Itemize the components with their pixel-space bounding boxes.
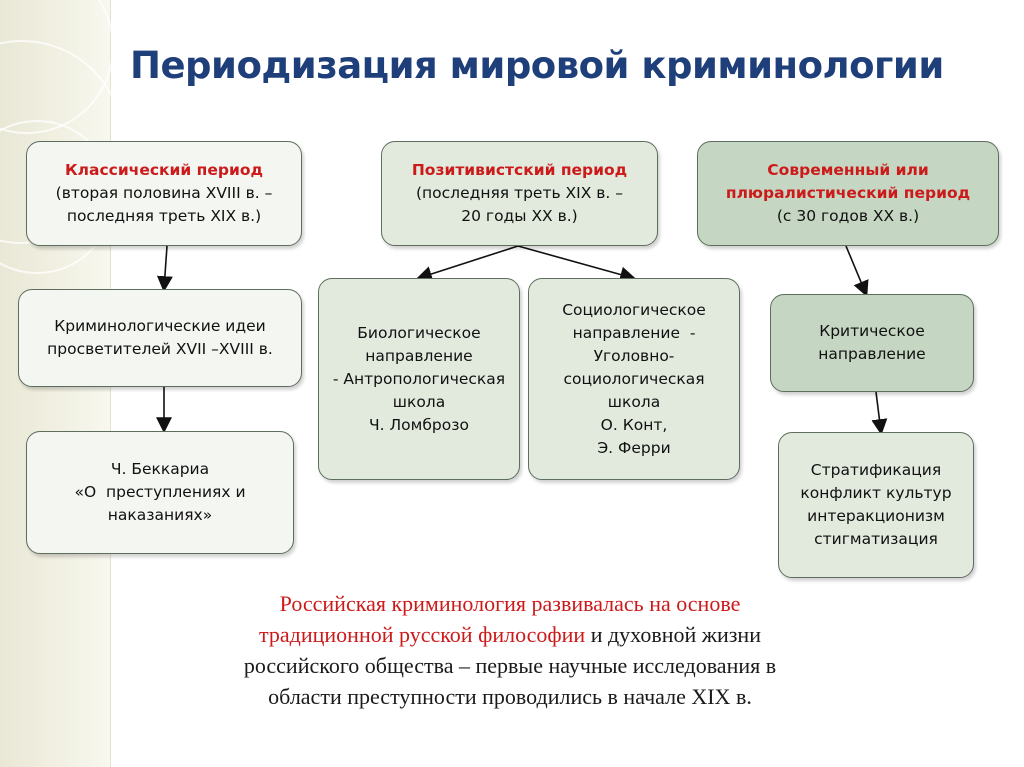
critical-line-1: Критическое (819, 322, 925, 340)
critical-line-2: направление (818, 345, 926, 363)
modern-period-name-1: Современный или (767, 161, 929, 179)
modern-period-dates: (с 30 годов XX в.) (776, 207, 920, 225)
positivist-period-dates-2: 20 годы XX в.) (461, 207, 578, 225)
theory-culture-conflict: конфликт культур (800, 484, 952, 502)
russian-criminology-note: Российская криминология развивалась на о… (150, 588, 870, 712)
note-line-3: российского общества – первые научные ис… (243, 653, 777, 678)
classical-period-name: Классический период (64, 161, 264, 179)
arrow-critical-to-theories (871, 391, 888, 436)
sociological-line-4: социологическая (563, 369, 705, 388)
biological-line-5: Ч. Ломброзо (369, 415, 469, 434)
classical-period-dates-1: (вторая половина XVIII в. – (55, 184, 273, 202)
critical-direction-box: Критическое направление (770, 294, 974, 392)
sociological-line-1: Социологическое (562, 300, 706, 319)
classical-period-box: Классический период (вторая половина XVI… (26, 141, 302, 246)
sociological-line-3: Уголовно- (593, 346, 675, 365)
sociological-line-7: Э. Ферри (597, 438, 671, 457)
note-highlight-2: традиционной русской философии (259, 622, 586, 647)
modern-period-box: Современный или плюралистический период … (697, 141, 999, 246)
theory-stigmatization: стигматизация (814, 530, 938, 548)
positivist-period-name: Позитивистский период (411, 161, 628, 179)
note-line-4: области преступности проводились в начал… (268, 684, 752, 709)
sociological-direction-box: Социологическое направление - Уголовно- … (528, 278, 740, 480)
arrow-positivist-to-biological (415, 245, 519, 282)
sociological-line-6: О. Конт, (600, 415, 668, 434)
biological-line-1: Биологическое (357, 323, 481, 342)
positivist-period-dates-1: (последняя треть XIX в. – (415, 184, 624, 202)
biological-line-4: школа (392, 392, 446, 411)
note-highlight-1: Российская криминология развивалась на о… (279, 591, 741, 616)
page-title: Периодизация мировой криминологии (130, 44, 944, 87)
arrow-modern-to-critical (845, 245, 869, 297)
beccaria-line-2: «О преступлениях и (74, 483, 246, 501)
theory-interactionism: интеракционизм (807, 507, 945, 525)
biological-line-2: направление (365, 346, 473, 365)
beccaria-line-3: наказаниях» (107, 506, 213, 524)
enlightenment-ideas-line-1: Криминологические идеи (54, 317, 266, 335)
arrow-positivist-to-sociological (517, 245, 637, 283)
arrow-classical-to-ideas (156, 245, 173, 293)
note-rest-1: и духовной жизни (585, 622, 761, 647)
modern-period-name-2: плюралистический период (725, 184, 971, 202)
enlightenment-ideas-line-2: просветителей XVII –XVIII в. (47, 340, 273, 358)
classical-period-dates-2: последняя треть XIX в.) (66, 207, 262, 225)
biological-line-3: - Антропологическая (332, 369, 506, 388)
enlightenment-ideas-box: Криминологические идеи просветителей XVI… (18, 289, 302, 387)
theory-stratification: Стратификация (810, 461, 942, 479)
modern-theories-box: Стратификация конфликт культур интеракци… (778, 432, 974, 578)
positivist-period-box: Позитивистский период (последняя треть X… (381, 141, 658, 246)
beccaria-box: Ч. Беккариа «О преступлениях и наказания… (26, 431, 294, 554)
sociological-line-5: школа (607, 392, 661, 411)
note-line-1: Российская криминология развивалась на о… (150, 588, 870, 619)
sociological-line-2: направление - (572, 323, 696, 342)
note-line-2: традиционной русской философии и духовно… (150, 619, 870, 650)
biological-direction-box: Биологическое направление - Антропологич… (318, 278, 520, 480)
beccaria-line-1: Ч. Беккариа (110, 460, 210, 478)
